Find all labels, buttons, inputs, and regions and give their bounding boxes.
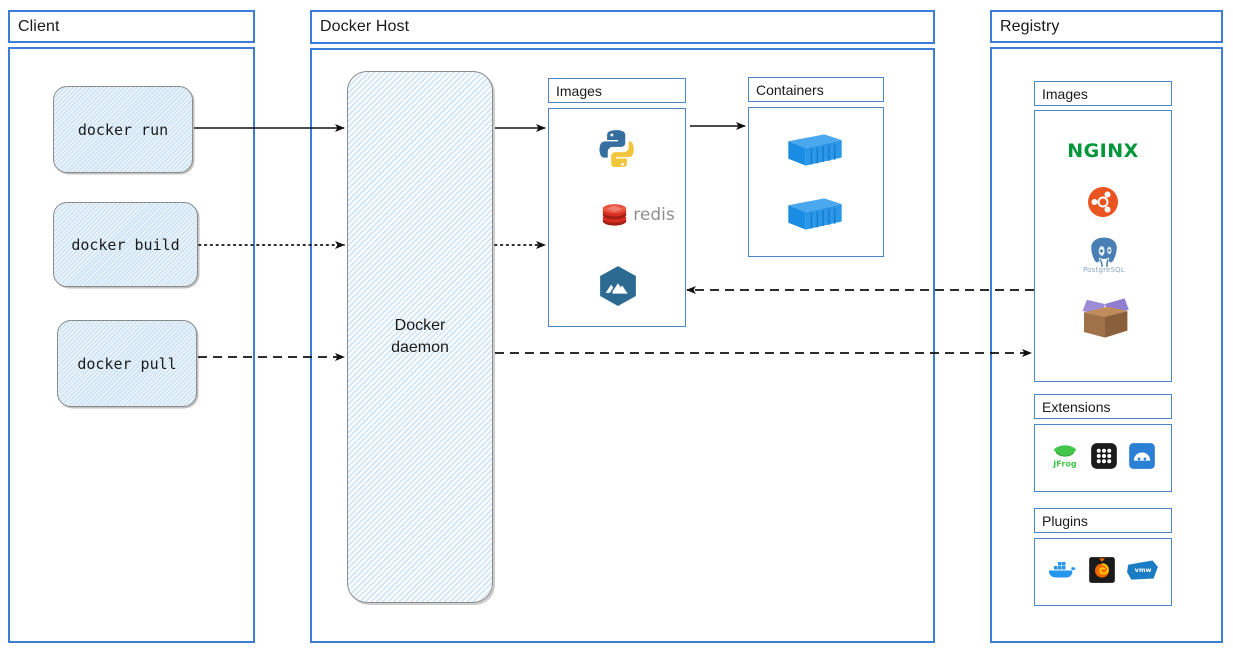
registry-panel-title: Registry — [990, 10, 1223, 43]
docker-daemon-box[interactable]: Docker daemon — [347, 71, 493, 603]
command-box-docker-pull[interactable]: docker pull — [57, 320, 197, 407]
postgresql-wordmark: PostgreSQL — [1083, 266, 1125, 274]
python-logo-icon — [597, 126, 639, 168]
snyk-logo-icon — [1128, 442, 1156, 475]
command-box-docker-build[interactable]: docker build — [53, 202, 198, 287]
svg-text:vmw: vmw — [1135, 566, 1152, 574]
svg-text:JFrog: JFrog — [1052, 458, 1077, 468]
host-containers-title: Containers — [748, 77, 884, 102]
redis-wordmark: redis — [633, 205, 675, 225]
docker-whale-logo-icon — [1046, 557, 1078, 588]
docker-host-panel-title: Docker Host — [310, 10, 935, 44]
nginx-wordmark: NGINX — [1067, 140, 1139, 162]
grafana-logo-icon — [1088, 556, 1116, 589]
docker-daemon-label: Docker daemon — [391, 317, 449, 356]
extensions-icon-row: JFrog — [1042, 440, 1164, 476]
vmware-logo-icon: vmw — [1126, 557, 1160, 588]
ubuntu-logo-icon — [1086, 185, 1120, 219]
host-images-title: Images — [548, 78, 686, 103]
host-containers-body — [748, 107, 884, 257]
command-box-docker-run[interactable]: docker run — [53, 86, 193, 173]
alpine-logo-icon — [595, 263, 641, 309]
container-icon — [785, 128, 845, 172]
package-box-icon — [1076, 292, 1134, 344]
postgresql-logo-icon: PostgreSQL — [1076, 232, 1132, 278]
registry-extensions-title: Extensions — [1034, 394, 1172, 419]
container-icon — [785, 192, 845, 236]
redis-logo-icon: redis — [588, 200, 688, 230]
nginx-logo-icon: NGINX — [1060, 137, 1146, 165]
client-panel-title: Client — [8, 10, 255, 43]
registry-plugins-title: Plugins — [1034, 508, 1172, 533]
registry-images-title: Images — [1034, 81, 1172, 106]
jfrog-logo-icon: JFrog — [1050, 441, 1080, 476]
plugins-icon-row: vmw — [1042, 554, 1164, 590]
grid-apps-icon — [1090, 442, 1118, 475]
